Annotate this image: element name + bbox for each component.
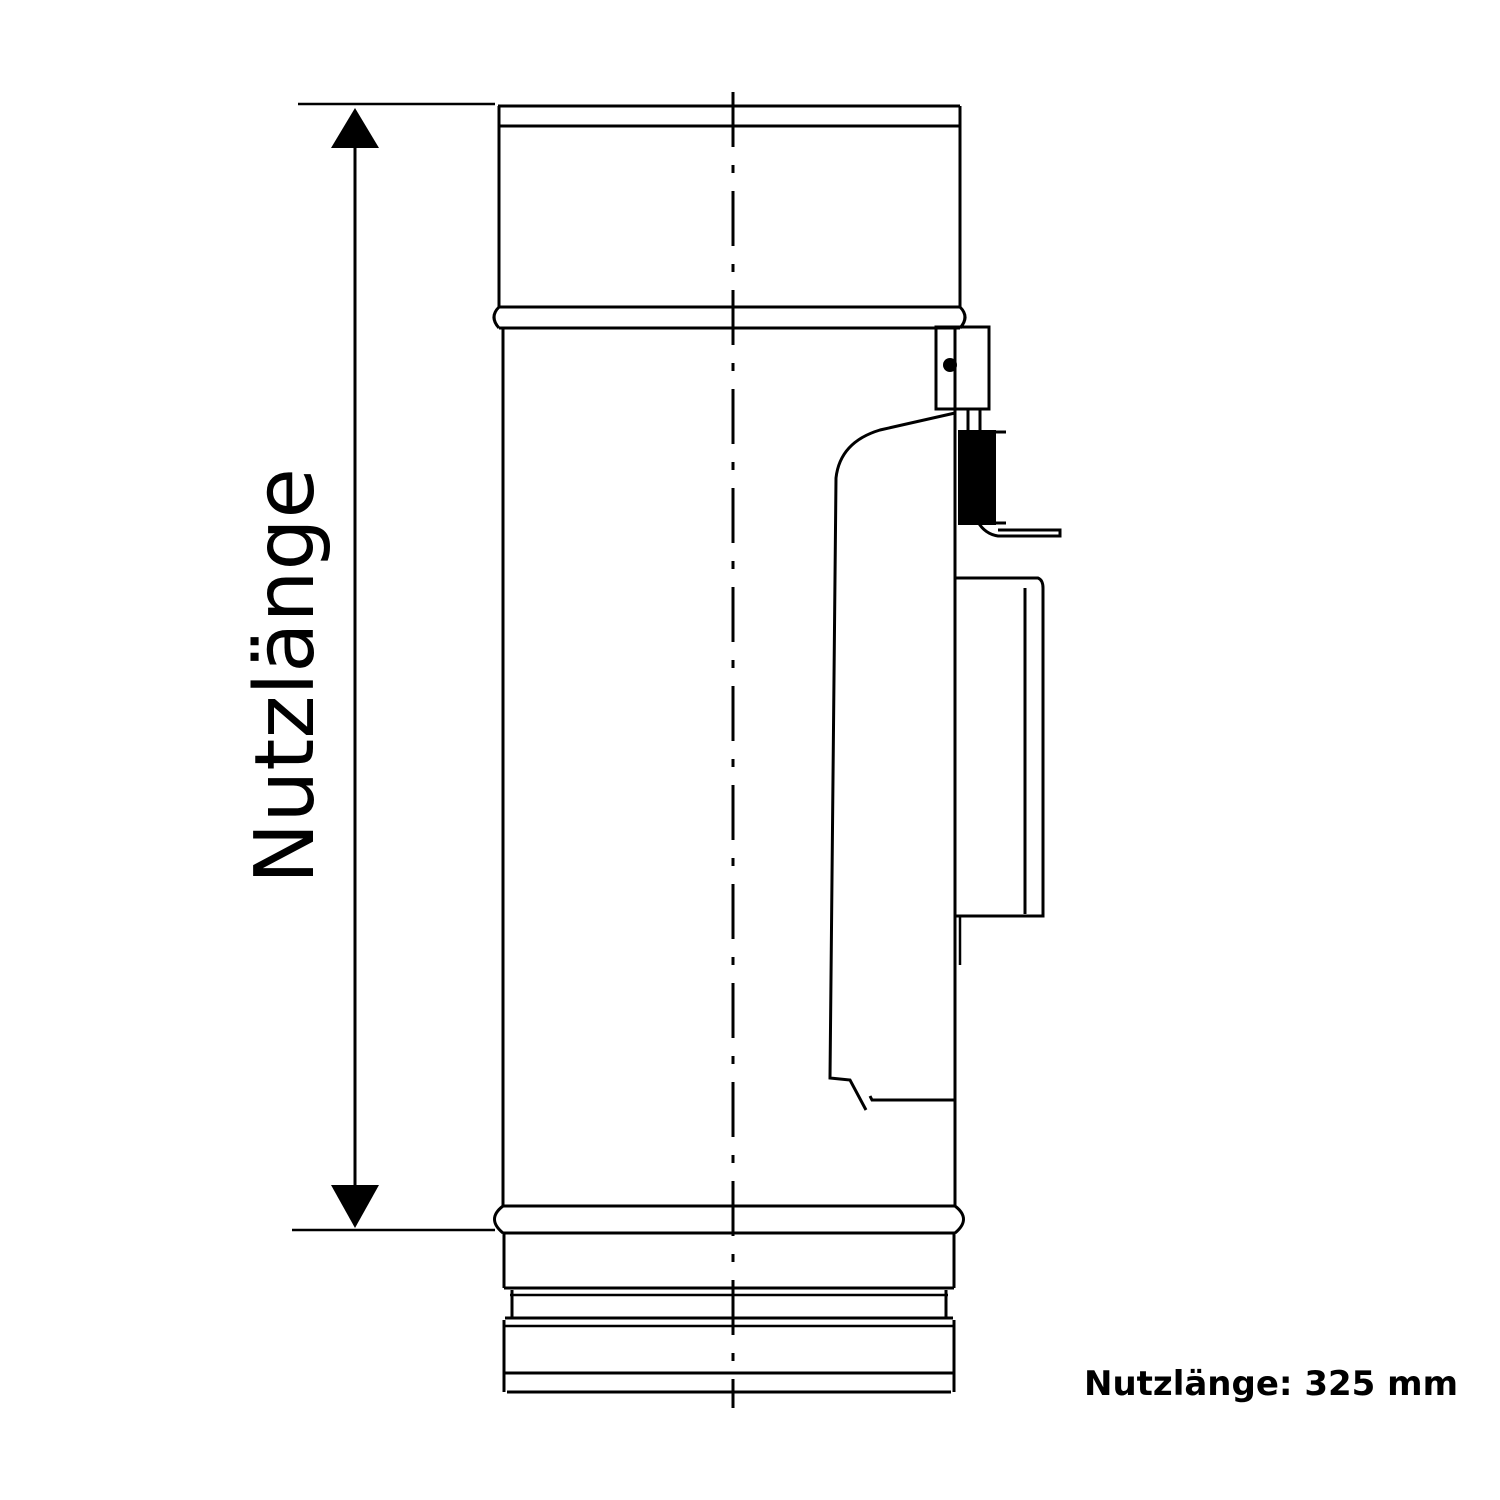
cleanout-door bbox=[828, 325, 1062, 1111]
arrow-up-icon bbox=[331, 108, 379, 148]
arrow-down-icon bbox=[331, 1185, 379, 1228]
upper-bead bbox=[492, 305, 967, 330]
top-section bbox=[497, 104, 962, 307]
spring bbox=[958, 409, 1006, 525]
dimension-label: Nutzlänge bbox=[238, 468, 333, 884]
main-body bbox=[501, 328, 957, 1206]
lower-bead bbox=[493, 1204, 965, 1235]
length-note: Nutzlänge: 325 mm bbox=[1084, 1364, 1458, 1404]
spigot-end bbox=[502, 1233, 956, 1394]
screw-icon bbox=[943, 358, 957, 372]
dimension-nutzlaenge: Nutzlänge bbox=[238, 102, 495, 1232]
